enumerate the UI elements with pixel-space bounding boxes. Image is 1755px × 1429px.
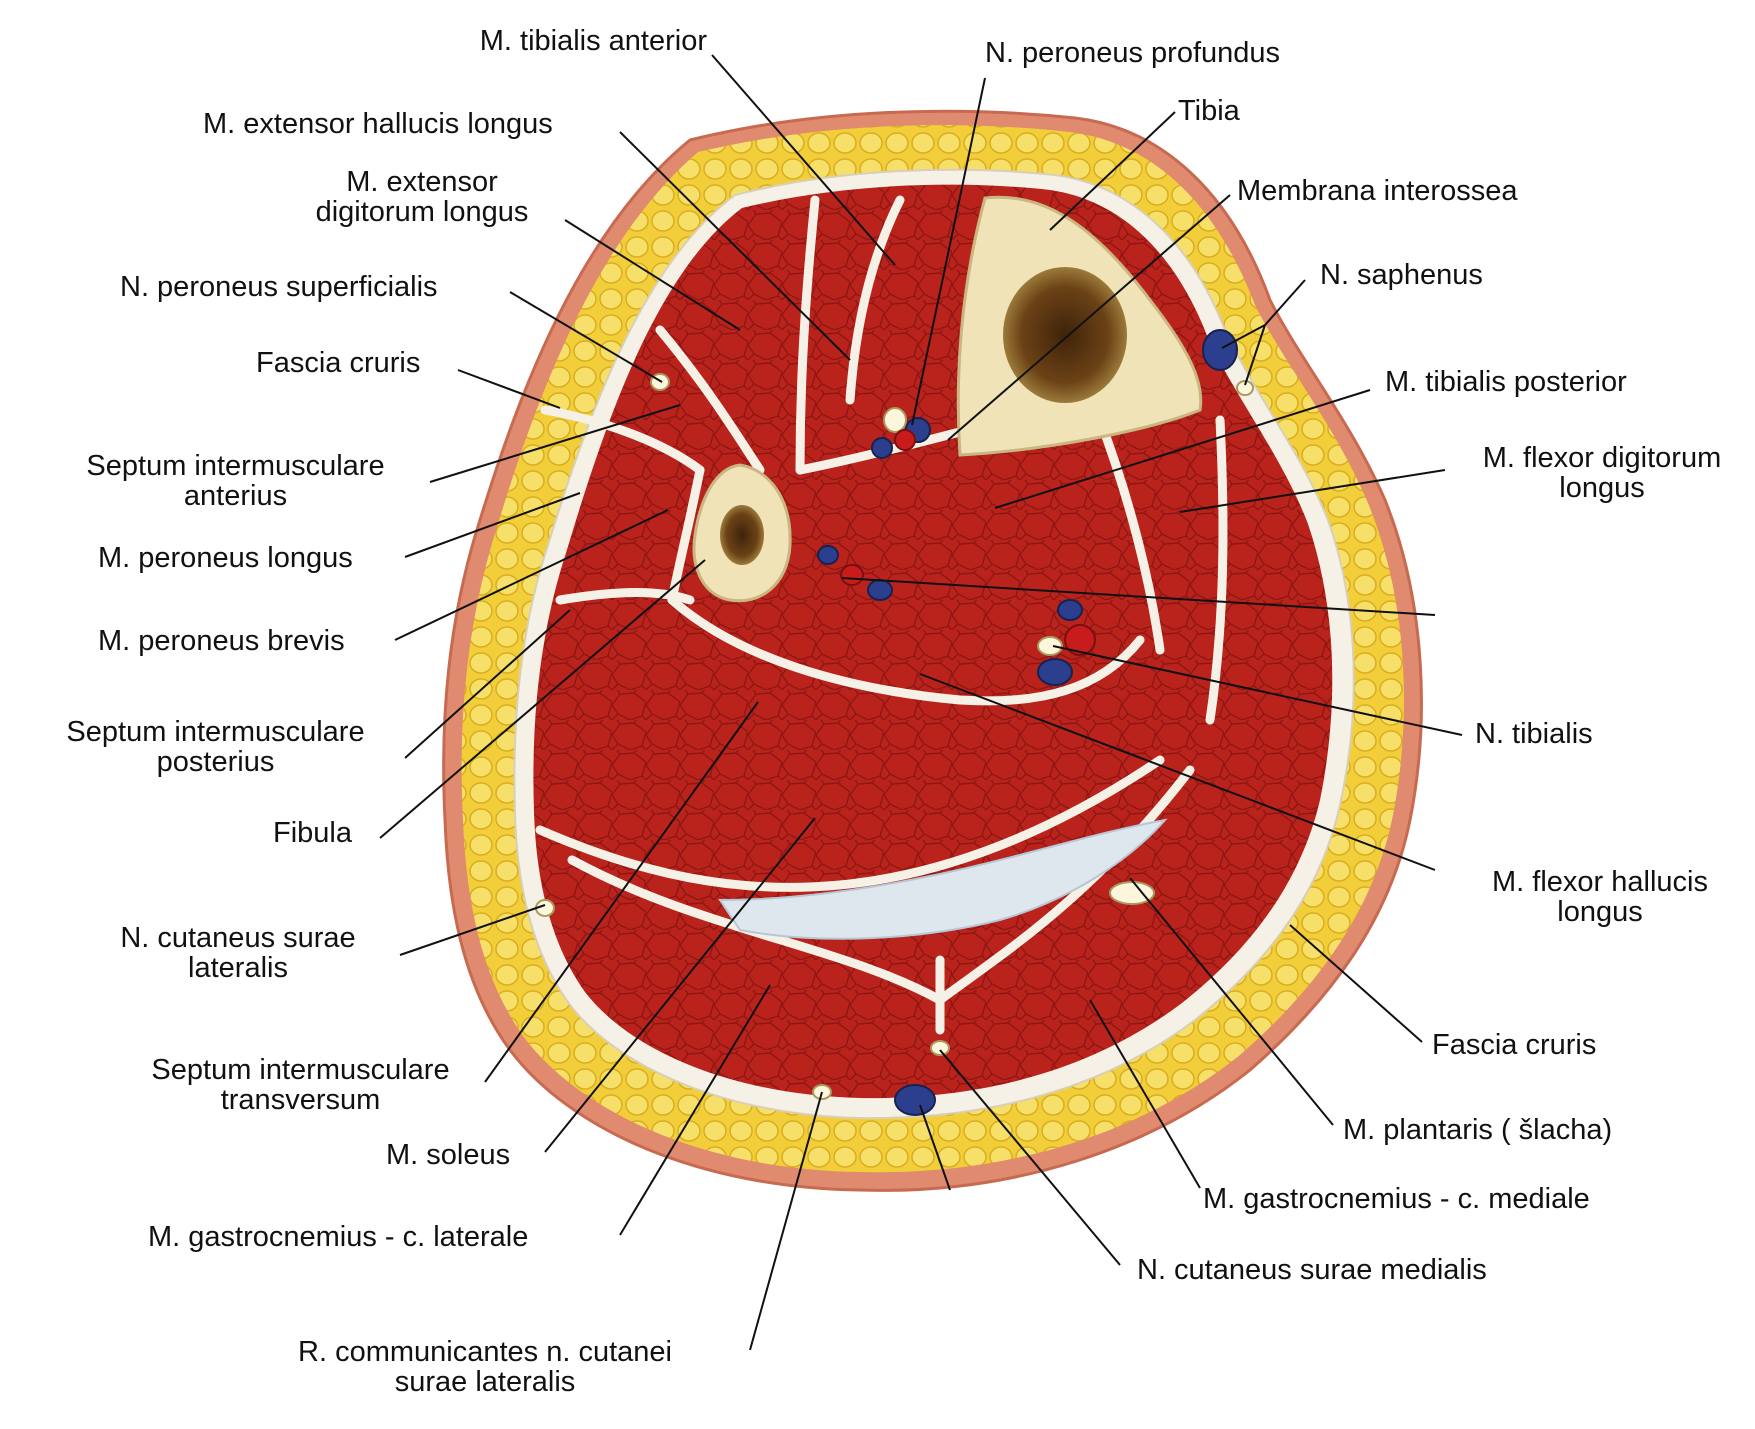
label-peroneus-superficialis: N. peroneus superficialis xyxy=(120,271,438,303)
great-saphenous-vein xyxy=(1202,329,1238,371)
label-r-communicantes-line2: surae lateralis xyxy=(394,1366,576,1398)
label-membrana-interossea: Membrana interossea xyxy=(1237,175,1518,207)
label-flexor-digitorum: M. flexor digitorum longus xyxy=(1457,443,1747,503)
label-flexor-hallucis: M. flexor hallucis longus xyxy=(1465,867,1735,927)
label-peroneus-longus: M. peroneus longus xyxy=(98,542,353,574)
fibula-marrow xyxy=(720,505,764,565)
plantaris-tendon-region xyxy=(718,818,1168,940)
leader-lines xyxy=(379,54,1463,1351)
label-cutaneus-surae-lateralis-line1: N. cutaneus surae xyxy=(120,922,356,954)
label-cutaneus-surae-medialis: N. cutaneus surae medialis xyxy=(1137,1254,1487,1286)
label-fascia-cruris-left: Fascia cruris xyxy=(256,347,421,379)
label-extensor-digitorum: M. extensor digitorum longus xyxy=(288,167,556,227)
label-septum-anterius: Septum intermusculare anterius xyxy=(48,451,423,511)
label-fibula: Fibula xyxy=(273,817,352,849)
label-septum-transversum-line2: transversum xyxy=(220,1084,381,1116)
label-peroneus-profundus: N. peroneus profundus xyxy=(985,37,1281,69)
posterior-tibial-bundle xyxy=(1037,599,1096,686)
label-peroneus-brevis: M. peroneus brevis xyxy=(98,625,345,657)
saphenous-nerve xyxy=(1236,380,1254,396)
label-gastrocnemius-laterale: M. gastrocnemius - c. laterale xyxy=(148,1221,529,1253)
label-extensor-digitorum-line2: digitorum longus xyxy=(315,196,529,228)
anterior-tibial-bundle xyxy=(871,407,931,459)
label-soleus: M. soleus xyxy=(386,1139,511,1171)
label-septum-posterius-line2: posterius xyxy=(156,746,275,778)
label-gastrocnemius-mediale: M. gastrocnemius - c. mediale xyxy=(1203,1183,1590,1215)
small-saphenous-vein xyxy=(894,1084,936,1116)
label-plantaris: M. plantaris ( šlacha) xyxy=(1343,1114,1613,1146)
label-flexor-digitorum-line2: longus xyxy=(1559,472,1645,504)
label-septum-transversum-line1: Septum intermusculare xyxy=(151,1054,450,1086)
label-cutaneus-surae-lateralis: N. cutaneus surae lateralis xyxy=(93,923,383,983)
medial-sural-nerve xyxy=(930,1040,950,1056)
label-fascia-cruris-right: Fascia cruris xyxy=(1432,1029,1597,1061)
label-extensor-hallucis: M. extensor hallucis longus xyxy=(203,108,553,140)
label-tibialis-posterior: M. tibialis posterior xyxy=(1385,366,1627,398)
label-septum-posterius-line1: Septum intermusculare xyxy=(66,716,365,748)
label-septum-anterius-line2: anterius xyxy=(183,480,288,512)
label-septum-posterius: Septum intermusculare posterius xyxy=(28,717,403,777)
label-tibialis-anterior: M. tibialis anterior xyxy=(479,25,707,57)
label-r-communicantes: R. communicantes n. cutanei surae latera… xyxy=(275,1337,695,1397)
label-tibia: Tibia xyxy=(1178,95,1240,127)
label-extensor-digitorum-line1: M. extensor xyxy=(346,166,498,198)
label-flexor-digitorum-line1: M. flexor digitorum xyxy=(1482,442,1722,474)
label-septum-anterius-line1: Septum intermusculare xyxy=(86,450,385,482)
label-r-communicantes-line1: R. communicantes n. cutanei xyxy=(298,1336,672,1368)
label-septum-transversum: Septum intermusculare transversum xyxy=(113,1055,488,1115)
label-flexor-hallucis-line1: M. flexor hallucis xyxy=(1492,866,1708,898)
label-flexor-hallucis-line2: longus xyxy=(1557,896,1643,928)
label-cutaneus-surae-lateralis-line2: lateralis xyxy=(188,952,288,984)
label-tibialis-nerve: N. tibialis xyxy=(1475,718,1593,750)
peroneal-vessels xyxy=(817,545,893,601)
tibia-marrow xyxy=(1003,267,1127,403)
label-saphenus: N. saphenus xyxy=(1320,259,1483,291)
